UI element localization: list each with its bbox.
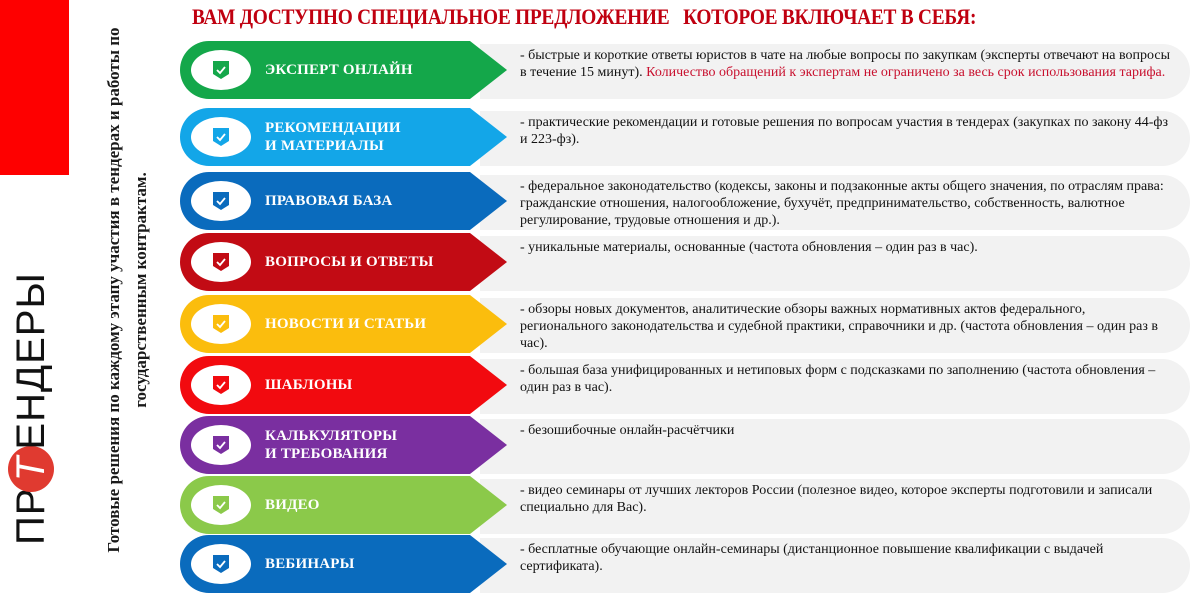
shield-check-icon [213, 555, 229, 573]
feature-label-line1: ВИДЕО [265, 497, 320, 513]
feature-label-line1: ВОПРОСЫ И ОТВЕТЫ [265, 254, 434, 270]
feature-arrow[interactable]: КАЛЬКУЛЯТОРЫ И ТРЕБОВАНИЯ [180, 416, 507, 474]
feature-label: ВЕБИНАРЫ [265, 535, 355, 593]
feature-description: - обзоры новых документов, аналитические… [520, 301, 1176, 352]
description-text: - быстрые и короткие ответы юристов в ча… [520, 48, 1170, 80]
feature-row: ВЕБИНАРЫ - бесплатные обучающие онлайн-с… [180, 535, 1190, 593]
description-text: - уникальные материалы, основанные (част… [520, 240, 978, 255]
feature-arrow[interactable]: ВЕБИНАРЫ [180, 535, 507, 593]
shield-check-icon [213, 192, 229, 210]
feature-arrow[interactable]: ЭКСПЕРТ ОНЛАЙН [180, 41, 507, 99]
shield-check-icon [213, 436, 229, 454]
description-panel [480, 479, 1190, 534]
description-panel [480, 419, 1190, 474]
shield-check-icon [213, 128, 229, 146]
description-text: - бесплатные обучающие онлайн-семинары (… [520, 542, 1104, 574]
feature-label-line1: ПРАВОВАЯ БАЗА [265, 193, 393, 209]
description-panel [480, 359, 1190, 414]
feature-label: КАЛЬКУЛЯТОРЫ И ТРЕБОВАНИЯ [265, 416, 397, 474]
feature-label-line1: ЭКСПЕРТ ОНЛАЙН [265, 62, 413, 78]
feature-description: - безошибочные онлайн-расчётчики [520, 422, 1176, 439]
description-panel [480, 298, 1190, 353]
description-panel [480, 236, 1190, 291]
logo-prefix: ПР [8, 487, 53, 545]
feature-description: - федеральное законодательство (кодексы,… [520, 178, 1176, 229]
feature-arrow[interactable]: ВИДЕО [180, 476, 507, 534]
shield-check-icon [213, 61, 229, 79]
icon-badge [191, 365, 251, 405]
feature-label-line1: КАЛЬКУЛЯТОРЫ [265, 428, 398, 444]
feature-arrow[interactable]: ШАБЛОНЫ [180, 356, 507, 414]
description-text: - обзоры новых документов, аналитические… [520, 302, 1159, 351]
feature-row: ВИДЕО - видео семинары от лучших лекторо… [180, 476, 1190, 534]
feature-description: - практические рекомендации и готовые ре… [520, 114, 1176, 148]
feature-description: - большая база унифицированных и нетипов… [520, 362, 1176, 396]
icon-badge [191, 242, 251, 282]
description-panel [480, 44, 1190, 99]
feature-row: ШАБЛОНЫ - большая база унифицированных и… [180, 356, 1190, 414]
description-text: - безошибочные онлайн-расчётчики [520, 423, 735, 438]
feature-label-line1: ВЕБИНАРЫ [265, 556, 355, 572]
description-text: - федеральное законодательство (кодексы,… [520, 179, 1164, 228]
feature-description: - быстрые и короткие ответы юристов в ча… [520, 47, 1176, 81]
feature-description: - уникальные материалы, основанные (част… [520, 239, 1176, 256]
feature-row: НОВОСТИ И СТАТЬИ - обзоры новых документ… [180, 295, 1190, 353]
feature-label-line2: И МАТЕРИАЛЫ [265, 138, 384, 154]
feature-label-line1: РЕКОМЕНДАЦИИ [265, 120, 401, 136]
feature-label: НОВОСТИ И СТАТЬИ [265, 295, 426, 353]
logo-t-circle-icon: Т [8, 445, 54, 492]
feature-label: ЭКСПЕРТ ОНЛАЙН [265, 41, 413, 99]
icon-badge [191, 304, 251, 344]
feature-arrow[interactable]: ВОПРОСЫ И ОТВЕТЫ [180, 233, 507, 291]
feature-label-line2: И ТРЕБОВАНИЯ [265, 446, 388, 462]
icon-badge [191, 181, 251, 221]
icon-badge [191, 544, 251, 584]
description-panel [480, 111, 1190, 166]
description-highlight: Количество обращений к экспертам не огра… [642, 65, 1166, 80]
icon-badge [191, 485, 251, 525]
feature-arrow[interactable]: РЕКОМЕНДАЦИИ И МАТЕРИАЛЫ [180, 108, 507, 166]
feature-row: ПРАВОВАЯ БАЗА - федеральное законодатель… [180, 172, 1190, 230]
feature-label-line1: НОВОСТИ И СТАТЬИ [265, 316, 427, 332]
description-text: - практические рекомендации и готовые ре… [520, 115, 1169, 147]
feature-row: КАЛЬКУЛЯТОРЫ И ТРЕБОВАНИЯ - безошибочные … [180, 416, 1190, 474]
shield-check-icon [213, 253, 229, 271]
logo-suffix: ЕНДЕРЫ [8, 272, 53, 450]
icon-badge [191, 117, 251, 157]
icon-badge [191, 425, 251, 465]
feature-row: ВОПРОСЫ И ОТВЕТЫ - уникальные материалы,… [180, 233, 1190, 291]
shield-check-icon [213, 496, 229, 514]
red-accent-block [0, 0, 69, 175]
feature-label: ВОПРОСЫ И ОТВЕТЫ [265, 233, 434, 291]
tagline: Готовые решения по каждому этапу участия… [104, 27, 150, 553]
shield-check-icon [213, 376, 229, 394]
feature-label: РЕКОМЕНДАЦИИ И МАТЕРИАЛЫ [265, 108, 401, 166]
feature-arrow[interactable]: НОВОСТИ И СТАТЬИ [180, 295, 507, 353]
shield-check-icon [213, 315, 229, 333]
description-text: - видео семинары от лучших лекторов Росс… [520, 483, 1153, 515]
feature-row: ЭКСПЕРТ ОНЛАЙН - быстрые и короткие отве… [180, 41, 1190, 99]
feature-description: - бесплатные обучающие онлайн-семинары (… [520, 541, 1176, 575]
feature-label: ПРАВОВАЯ БАЗА [265, 172, 392, 230]
feature-label: ВИДЕО [265, 476, 320, 534]
feature-label: ШАБЛОНЫ [265, 356, 353, 414]
feature-row: РЕКОМЕНДАЦИИ И МАТЕРИАЛЫ - практические р… [180, 108, 1190, 166]
feature-arrow[interactable]: ПРАВОВАЯ БАЗА [180, 172, 507, 230]
description-panel [480, 175, 1190, 230]
page-title: ВАМ ДОСТУПНО СПЕЦИАЛЬНОЕ ПРЕДЛОЖЕНИЕ КОТ… [192, 4, 977, 29]
feature-description: - видео семинары от лучших лекторов Росс… [520, 482, 1176, 516]
feature-label-line1: ШАБЛОНЫ [265, 377, 353, 393]
icon-badge [191, 50, 251, 90]
description-panel [480, 538, 1190, 593]
description-text: - большая база унифицированных и нетипов… [520, 363, 1156, 395]
